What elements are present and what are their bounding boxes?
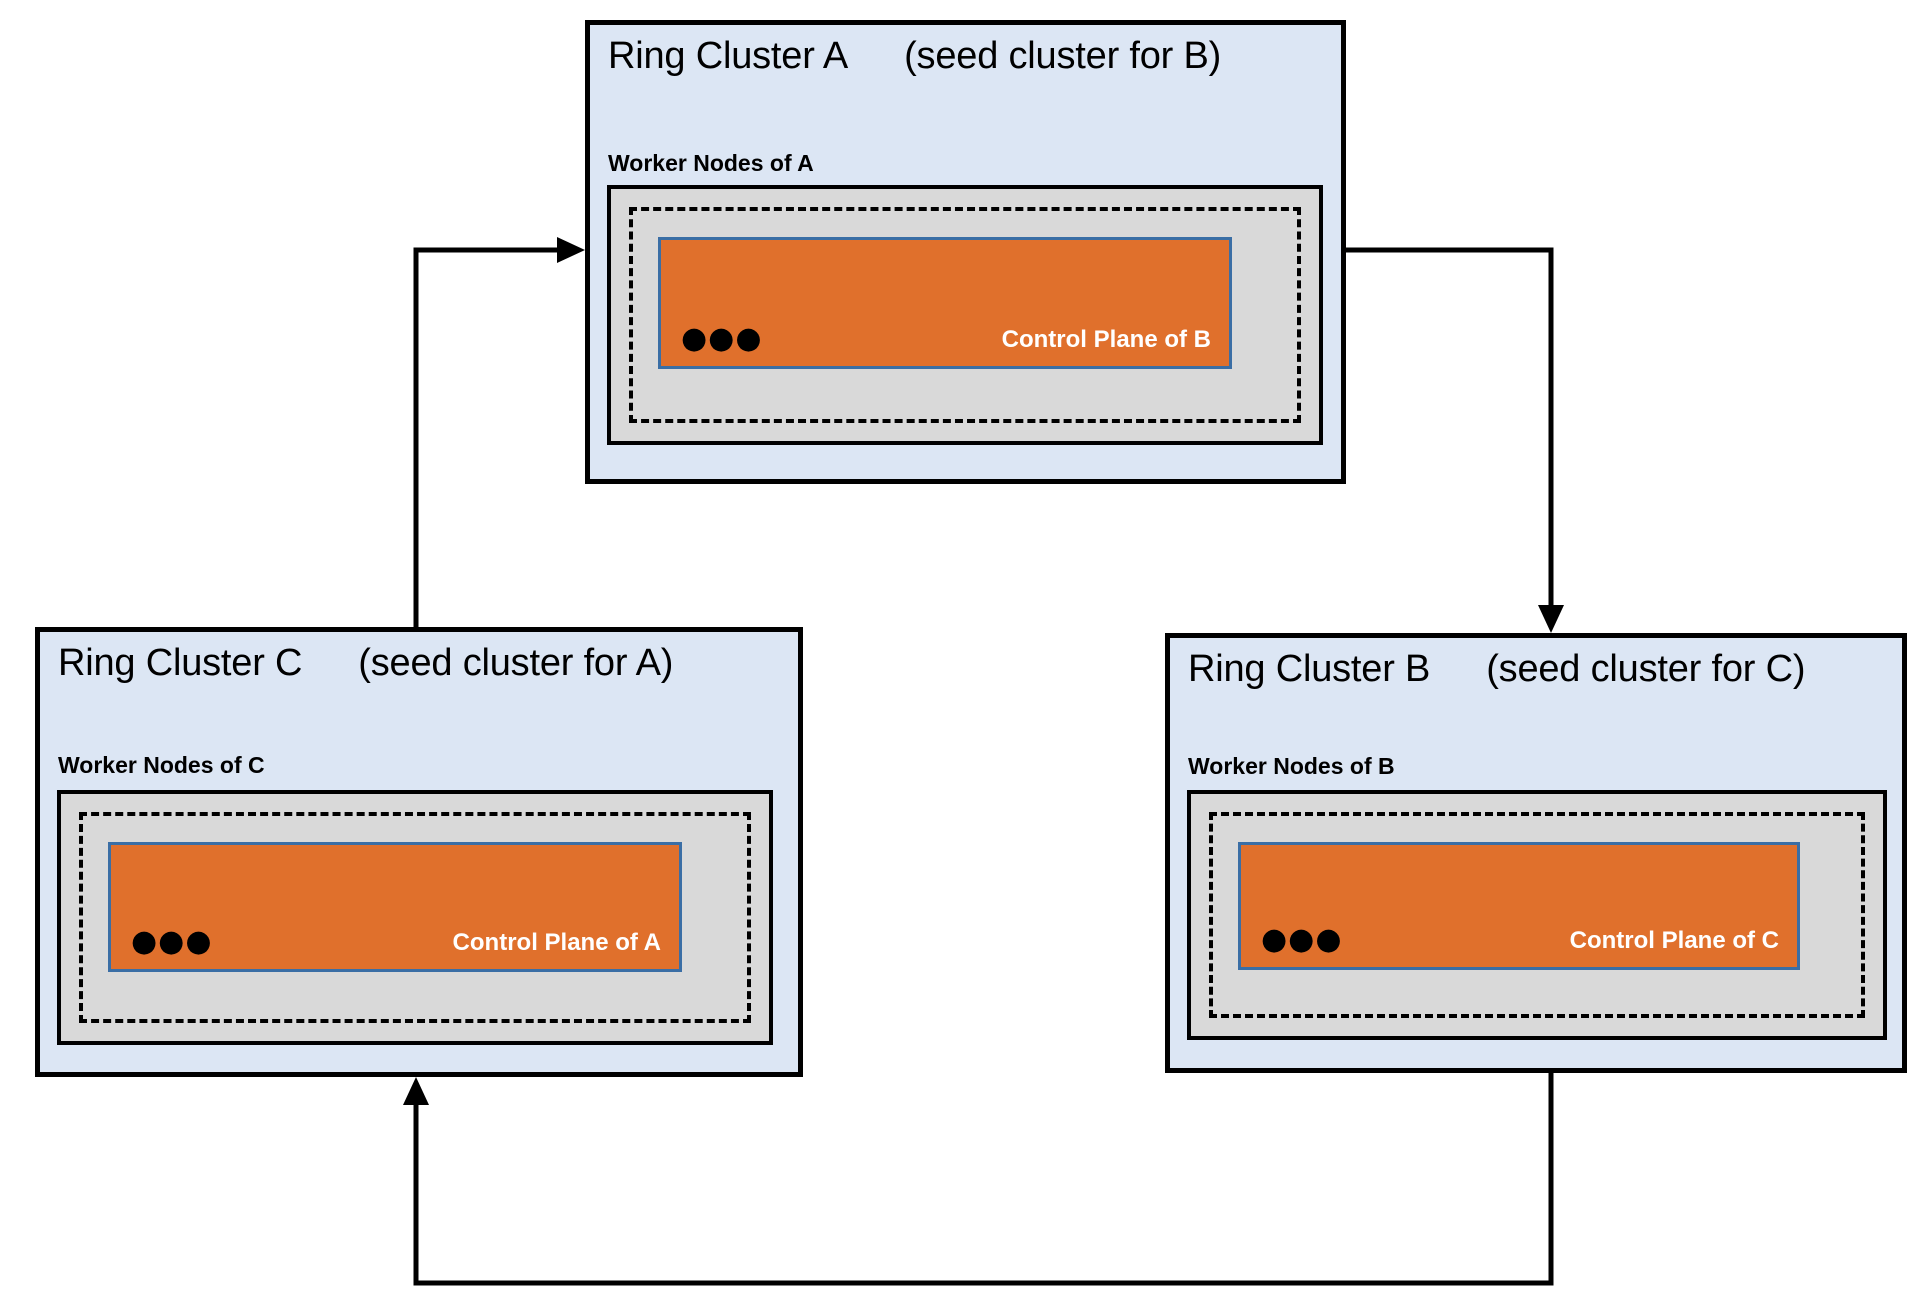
cluster-ring-cluster-a[interactable]: Ring Cluster A (seed cluster for B) Worke…: [585, 20, 1346, 484]
cluster-c-seed-note: (seed cluster for A): [358, 642, 674, 684]
cluster-a-seed-note: (seed cluster for B): [904, 35, 1222, 77]
cluster-a-ellipsis-icon: ●●●: [681, 321, 763, 356]
cluster-c-control-plane[interactable]: ●●● Control Plane of A: [108, 842, 682, 972]
cluster-ring-cluster-c[interactable]: Ring Cluster C (seed cluster for A) Worke…: [35, 627, 803, 1077]
cluster-a-worker-band: ●●● Control Plane of B: [607, 185, 1323, 445]
cluster-b-control-plane[interactable]: ●●● Control Plane of C: [1238, 842, 1800, 970]
cluster-b-worker-band: ●●● Control Plane of C: [1187, 790, 1887, 1040]
cluster-c-worker-label: Worker Nodes of C: [58, 752, 265, 778]
cluster-b-ellipsis-icon: ●●●: [1261, 922, 1343, 957]
cluster-b-title: Ring Cluster B (seed cluster for C): [1188, 648, 1805, 691]
cluster-a-control-plane[interactable]: ●●● Control Plane of B: [658, 237, 1232, 369]
cluster-c-ellipsis-icon: ●●●: [131, 924, 213, 959]
connector-a-to-b: [1346, 247, 1564, 633]
cluster-c-worker-band: ●●● Control Plane of A: [57, 790, 773, 1045]
cluster-c-dashed-boundary: [79, 812, 751, 1023]
cluster-a-worker-label: Worker Nodes of A: [608, 150, 814, 176]
cluster-c-name: Ring Cluster C: [58, 642, 303, 684]
cluster-c-control-plane-label: Control Plane of A: [452, 929, 661, 956]
cluster-a-title: Ring Cluster A (seed cluster for B): [608, 35, 1221, 78]
connector-c-to-a: [413, 237, 585, 627]
cluster-b-name: Ring Cluster B: [1188, 648, 1431, 690]
cluster-b-worker-label: Worker Nodes of B: [1188, 753, 1395, 779]
cluster-b-seed-note: (seed cluster for C): [1486, 648, 1806, 690]
cluster-a-name: Ring Cluster A: [608, 35, 849, 77]
cluster-a-control-plane-label: Control Plane of B: [1001, 326, 1211, 353]
connector-b-to-c: [403, 1073, 1554, 1286]
cluster-b-dashed-boundary: [1209, 812, 1865, 1018]
cluster-c-title: Ring Cluster C (seed cluster for A): [58, 642, 673, 685]
cluster-ring-cluster-b[interactable]: Ring Cluster B (seed cluster for C) Worke…: [1165, 633, 1907, 1073]
cluster-a-dashed-boundary: [629, 207, 1301, 423]
cluster-b-control-plane-label: Control Plane of C: [1569, 927, 1779, 954]
